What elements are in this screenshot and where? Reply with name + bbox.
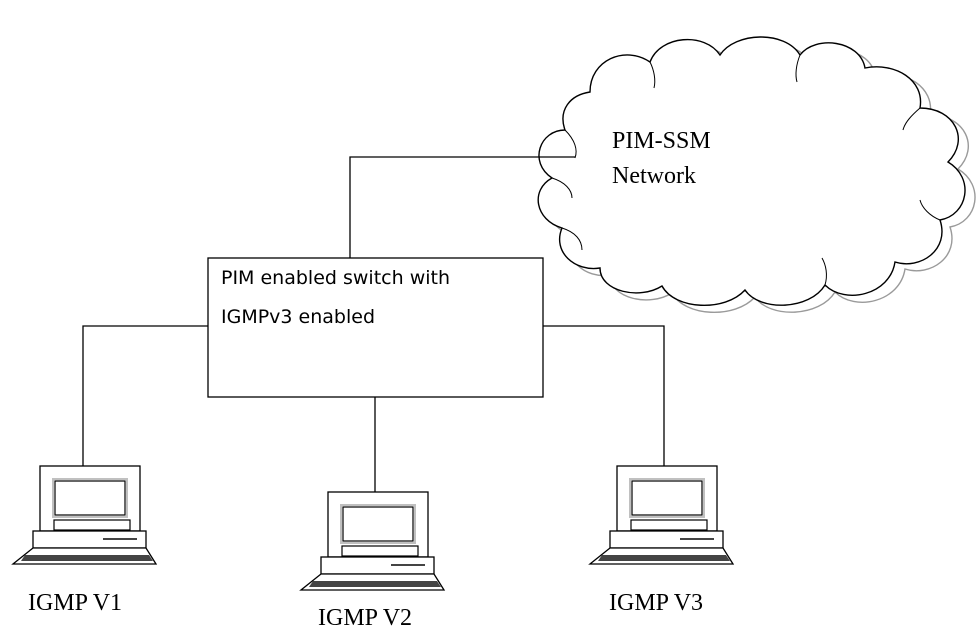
link-host3 — [543, 325, 665, 468]
connector-lines — [82, 156, 665, 493]
host-label-1: IGMP V1 — [28, 590, 122, 616]
cloud: PIM-SSM Network — [537, 36, 966, 307]
host-label-2: IGMP V2 — [318, 605, 412, 630]
link-host1 — [82, 325, 208, 468]
computer-icon — [11, 465, 158, 565]
host-label-3: IGMP V3 — [609, 590, 703, 616]
computer-icon — [299, 491, 446, 591]
switch-box: PIM enabled switch with IGMPv3 enabled — [207, 257, 544, 398]
switch-label-line2: IGMPv3 enabled — [221, 306, 375, 328]
cloud-label-line1: PIM-SSM — [612, 128, 711, 154]
switch-label-line1: PIM enabled switch with — [221, 267, 450, 289]
cloud-label-line2: Network — [612, 163, 696, 189]
uplink-line — [349, 156, 575, 258]
computer-icon — [588, 465, 735, 565]
